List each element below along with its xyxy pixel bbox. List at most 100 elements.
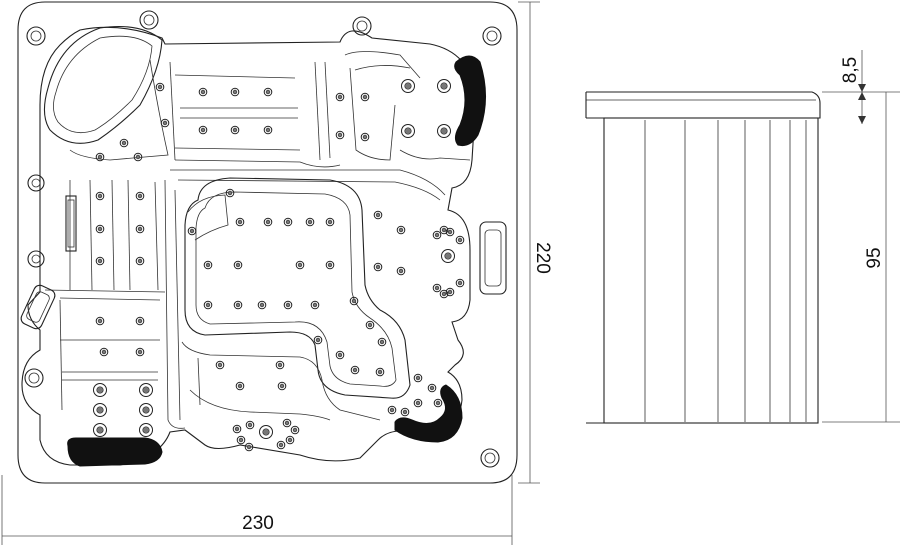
jet	[335, 92, 345, 102]
jet	[233, 300, 243, 310]
jet	[375, 367, 385, 377]
jet	[263, 125, 273, 135]
jet	[225, 188, 235, 198]
jet	[187, 226, 197, 236]
jet	[276, 440, 286, 450]
jet	[235, 381, 245, 391]
side-view	[585, 91, 821, 424]
jet	[387, 405, 397, 415]
jet	[433, 398, 443, 408]
lounger-headrest	[43, 25, 163, 144]
jet	[290, 425, 300, 435]
jet	[365, 320, 375, 330]
jet	[455, 235, 465, 245]
jet	[133, 152, 143, 162]
corner-cupholders	[24, 10, 502, 468]
footwell	[184, 177, 411, 399]
seat-dividers	[44, 51, 471, 429]
jet	[283, 300, 293, 310]
jet	[135, 224, 145, 234]
jet	[373, 210, 383, 220]
side-cabinet	[603, 117, 819, 424]
jet	[401, 79, 415, 93]
jet	[245, 420, 255, 430]
jet	[259, 425, 273, 439]
jet	[282, 418, 292, 428]
jet	[445, 287, 455, 297]
jet	[244, 442, 254, 452]
jet	[139, 383, 153, 397]
jet	[93, 423, 107, 437]
jet	[350, 365, 360, 375]
jet	[360, 132, 370, 142]
jet	[198, 125, 208, 135]
jet	[285, 435, 295, 445]
jet	[439, 289, 449, 299]
jet	[427, 383, 437, 393]
jet	[325, 260, 335, 270]
jet	[349, 296, 359, 306]
jet	[283, 217, 293, 227]
top-view	[17, 1, 518, 484]
jet	[445, 227, 455, 237]
jet	[135, 347, 145, 357]
jet	[95, 256, 105, 266]
jet	[203, 300, 213, 310]
height-label: 95	[864, 247, 885, 268]
jet	[203, 260, 213, 270]
jet	[413, 398, 423, 408]
jet	[257, 300, 267, 310]
jet	[275, 360, 285, 370]
depth-label: 220	[532, 242, 553, 274]
jet	[236, 435, 246, 445]
width-label: 230	[242, 513, 274, 534]
jet	[439, 225, 449, 235]
jet	[335, 350, 345, 360]
jet	[95, 316, 105, 326]
jet	[99, 347, 109, 357]
pillow-top-right	[454, 55, 487, 146]
side-lid	[586, 91, 821, 119]
jet	[313, 335, 323, 345]
jet	[155, 82, 165, 92]
jet	[95, 224, 105, 234]
jet	[360, 92, 370, 102]
jet	[198, 87, 208, 97]
pillow-bottom-right	[394, 384, 463, 443]
jet	[95, 191, 105, 201]
pillow-bottom-left	[67, 437, 163, 467]
jet	[93, 403, 107, 417]
jet	[325, 217, 335, 227]
jet	[263, 87, 273, 97]
jet	[432, 283, 442, 293]
jet	[139, 423, 153, 437]
jet	[232, 424, 242, 434]
jet	[235, 217, 245, 227]
jets	[93, 79, 465, 452]
jet	[373, 262, 383, 272]
jet	[310, 300, 320, 310]
jet	[135, 191, 145, 201]
jet	[401, 124, 415, 138]
jet	[135, 256, 145, 266]
jet	[455, 278, 465, 288]
jet	[160, 118, 170, 128]
left-handle	[20, 284, 56, 330]
jet	[441, 249, 455, 263]
jet	[335, 130, 345, 140]
outer-shell	[17, 1, 518, 484]
jet	[396, 225, 406, 235]
jet	[295, 260, 305, 270]
jet	[230, 125, 240, 135]
jet	[215, 360, 225, 370]
jet	[263, 217, 273, 227]
jet	[413, 373, 423, 383]
jet	[400, 407, 410, 417]
jet	[305, 217, 315, 227]
jet	[119, 138, 129, 148]
jet	[277, 381, 287, 391]
left-skimmer	[65, 195, 77, 252]
wall-jets-left	[27, 174, 45, 268]
